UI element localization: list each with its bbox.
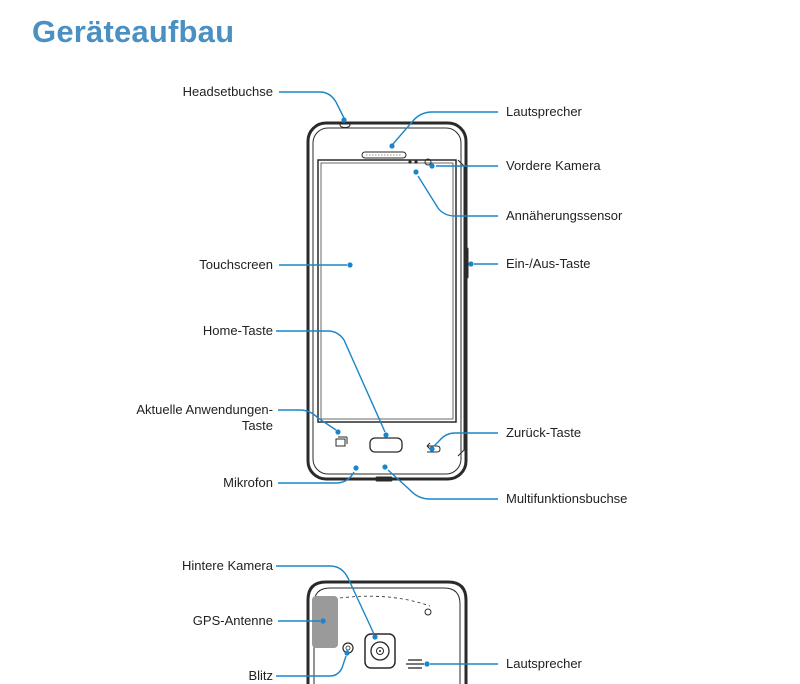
label-proximity-sensor: Annäherungssensor: [506, 208, 623, 223]
label-home-key: Home-Taste: [202, 323, 273, 338]
rear-callouts: [276, 565, 498, 677]
front-phone-side-edge: [457, 159, 465, 457]
multipurpose-jack: [375, 476, 393, 482]
rear-phone: [306, 580, 468, 684]
label-speaker-rear: Lautsprecher: [506, 656, 582, 671]
front-screen: [317, 159, 457, 423]
label-headset-jack: Headsetbuchse: [182, 84, 273, 99]
front-screen-inner: [320, 162, 454, 420]
front-callouts: [276, 91, 498, 500]
recent-apps-key-icon: [335, 438, 346, 447]
front-phone: [306, 121, 469, 482]
rear-cover-line: [339, 595, 431, 607]
rear-camera-lens: [370, 641, 390, 661]
label-gps-antenna: GPS-Antenne: [192, 613, 273, 628]
label-touchscreen: Touchscreen: [199, 257, 273, 272]
label-rear-camera: Hintere Kamera: [181, 558, 273, 573]
rear-phone-body: [306, 580, 468, 684]
home-key: [369, 437, 403, 453]
label-front-camera: Vordere Kamera: [506, 158, 601, 173]
label-speaker-front: Lautsprecher: [506, 104, 582, 119]
label-recent-apps-key: Aktuelle Anwendungen-Taste: [136, 402, 273, 433]
label-multipurpose-jack: Multifunktionsbuchse: [506, 491, 628, 506]
label-back-key: Zurück-Taste: [506, 425, 582, 440]
rear-camera-housing: [364, 633, 396, 669]
power-key: [463, 247, 469, 279]
front-camera-lens: [424, 158, 432, 166]
front-phone-body: [306, 121, 468, 481]
headset-jack-hole: [339, 122, 351, 128]
rear-top-hole: [424, 608, 432, 616]
proximity-sensor-dot: [414, 160, 418, 164]
proximity-sensor-dot: [408, 160, 412, 164]
label-microphone: Mikrofon: [223, 475, 273, 490]
page-title: Geräteaufbau: [32, 14, 235, 49]
label-flash: Blitz: [248, 668, 273, 683]
front-phone-bezel: [312, 127, 462, 475]
rear-speaker-grille: [406, 659, 424, 669]
label-power-key: Ein-/Aus-Taste: [506, 256, 591, 271]
front-speaker-grille: [361, 151, 407, 159]
